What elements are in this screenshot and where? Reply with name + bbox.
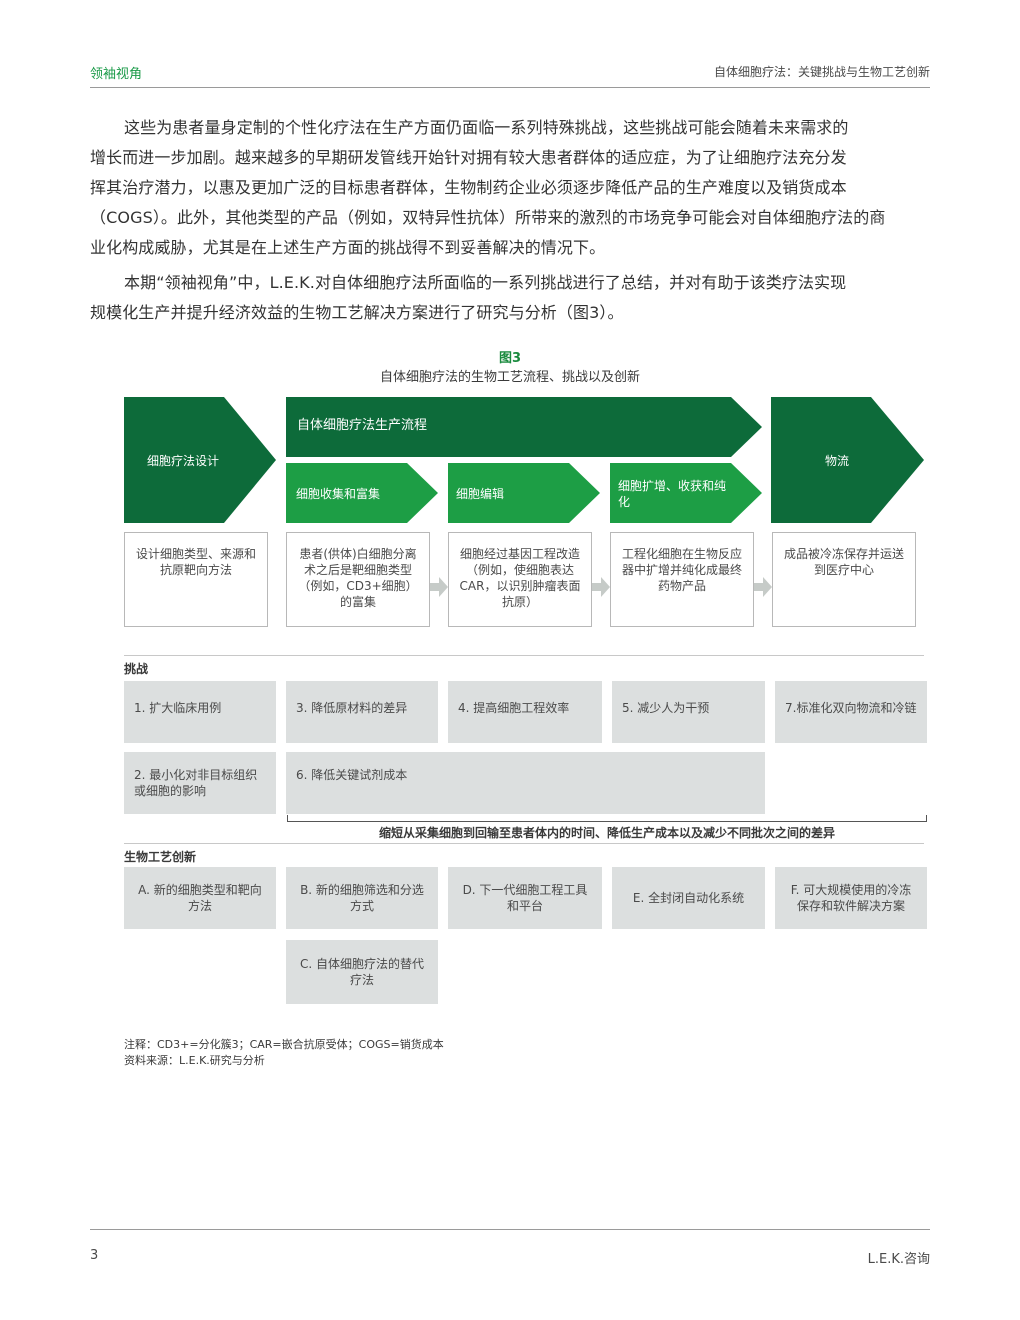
brand-name: L.E.K.咨询 (867, 1252, 930, 1267)
page-number: 3 (90, 1248, 99, 1263)
innovation-divider (124, 843, 924, 844)
innovation-item: B. 新的细胞筛选和分选方式 (286, 867, 438, 929)
innovation-item: F. 可大规模使用的冷冻保存和软件解决方案 (775, 867, 927, 929)
expansion-description: 工程化细胞在生物反应器中扩增并纯化成最终药物产品 (610, 532, 754, 627)
manufacturing-chevron (286, 397, 762, 457)
paragraph-line: 挥其治疗潜力，以惠及更加广泛的目标患者群体，生物制药企业必须逐步降低产品的生产难… (90, 178, 847, 197)
arrow-right-icon (754, 577, 772, 597)
figure-source: 资料来源：L.E.K.研究与分析 (124, 1054, 265, 1067)
figure-caption: 自体细胞疗法的生物工艺流程、挑战以及创新 (379, 370, 640, 385)
document-title: 自体细胞疗法：关键挑战与生物工艺创新 (713, 65, 930, 79)
challenge-item: 2. 最小化对非目标组织或细胞的影响 (124, 752, 276, 814)
arrow-right-icon (430, 577, 448, 597)
design-description: 设计细胞类型、来源和抗原靶向方法 (124, 532, 268, 627)
innovation-item: D. 下一代细胞工程工具和平台 (448, 867, 602, 929)
challenges-heading: 挑战 (124, 662, 149, 676)
paragraph-line: 业化构成威胁，尤其是在上述生产方面的挑战得不到妥善解决的情况下。 (90, 238, 606, 257)
innovation-item: E. 全封闭自动化系统 (612, 867, 765, 929)
challenge-item: 7.标准化双向物流和冷链 (775, 681, 927, 743)
section-label: 领袖视角 (90, 67, 143, 82)
challenge-item: 6. 降低关键试剂成本 (286, 752, 765, 814)
challenge-item: 3. 降低原材料的差异 (286, 681, 438, 743)
footer-divider (90, 1229, 930, 1230)
paragraph-line: 这些为患者量身定制的个性化疗法在生产方面仍面临一系列特殊挑战，这些挑战可能会随着… (124, 118, 849, 137)
bracket-caption: 缩短从采集细胞到回输至患者体内的时间、降低生产成本以及减少不同批次之间的差异 (378, 826, 835, 840)
logistics-chevron (771, 397, 924, 523)
logistics-description: 成品被冷冻保存并运送到医疗中心 (772, 532, 916, 627)
design-chevron (124, 397, 276, 523)
logistics-label: 物流 (824, 454, 849, 468)
step-expansion-chevron (610, 463, 762, 523)
figure-number: 图3 (498, 351, 522, 366)
step-collection-chevron (286, 463, 438, 523)
paragraph-2: 本期“领袖视角”中，L.E.K.对自体细胞疗法所面临的一系列挑战进行了总结，并对… (90, 268, 932, 328)
step-editing-label: 细胞编辑 (456, 487, 505, 501)
paragraph-line: 本期“领袖视角”中，L.E.K.对自体细胞疗法所面临的一系列挑战进行了总结，并对… (124, 273, 847, 292)
innovation-item: C. 自体细胞疗法的替代疗法 (286, 940, 438, 1004)
figure-note: 注释：CD3+=分化簇3；CAR=嵌合抗原受体；COGS=销货成本 (124, 1038, 444, 1051)
collection-description: 患者(供体)白细胞分离术之后是靶细胞类型（例如，CD3+细胞）的富集 (286, 532, 430, 627)
manufacturing-label: 自体细胞疗法生产流程 (297, 418, 428, 433)
paragraph-1: 这些为患者量身定制的个性化疗法在生产方面仍面临一系列特殊挑战，这些挑战可能会随着… (90, 113, 932, 263)
bracket (287, 815, 927, 822)
editing-description: 细胞经过基因工程改造（例如，使细胞表达CAR，以识别肿瘤表面抗原） (448, 532, 592, 627)
step-expansion-label: 细胞扩增、收获和纯化 (618, 479, 727, 509)
design-label: 细胞疗法设计 (147, 454, 220, 468)
paragraph-line: 规模化生产并提升经济效益的生物工艺解决方案进行了研究与分析（图3）。 (90, 303, 624, 322)
challenge-item: 1. 扩大临床用例 (124, 681, 276, 743)
innovation-heading: 生物工艺创新 (124, 850, 197, 864)
paragraph-line: （COGS）。此外，其他类型的产品（例如，双特异性抗体）所带来的激烈的市场竞争可… (90, 208, 886, 227)
challenge-item: 4. 提高细胞工程效率 (448, 681, 602, 743)
challenge-item: 5. 减少人为干预 (612, 681, 765, 743)
header-divider (90, 87, 930, 88)
paragraph-line: 增长而进一步加剧。越来越多的早期研发管线开始针对拥有较大患者群体的适应症，为了让… (90, 148, 847, 167)
challenges-divider (124, 655, 924, 656)
step-collection-label: 细胞收集和富集 (296, 487, 381, 501)
arrow-right-icon (592, 577, 610, 597)
step-editing-chevron (448, 463, 600, 523)
innovation-item: A. 新的细胞类型和靶向方法 (124, 867, 276, 929)
